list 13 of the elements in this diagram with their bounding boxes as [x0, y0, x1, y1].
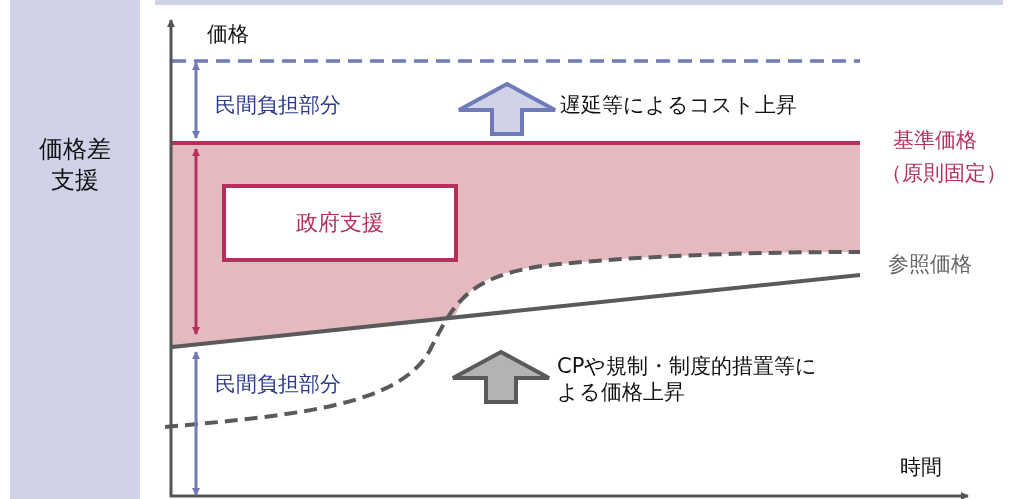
box-label: 政府支援	[295, 210, 385, 237]
line-label: 参照価格	[888, 252, 972, 278]
side-band	[10, 0, 140, 499]
axis-label: 時間	[900, 455, 942, 481]
region-label: 民間負担部分	[215, 372, 341, 398]
label-box	[222, 184, 458, 262]
annotation-text: 遅延等によるコスト上昇	[560, 93, 797, 119]
region-label: 民間負担部分	[215, 93, 341, 119]
annotation-text: CPや規制・制度的措置等による価格上昇	[557, 353, 819, 406]
line-label: （原則固定）	[881, 161, 1007, 187]
band-label: 価格差支援	[38, 134, 112, 197]
line-label: 基準価格	[893, 128, 977, 154]
axis-label: 価格	[207, 22, 249, 48]
